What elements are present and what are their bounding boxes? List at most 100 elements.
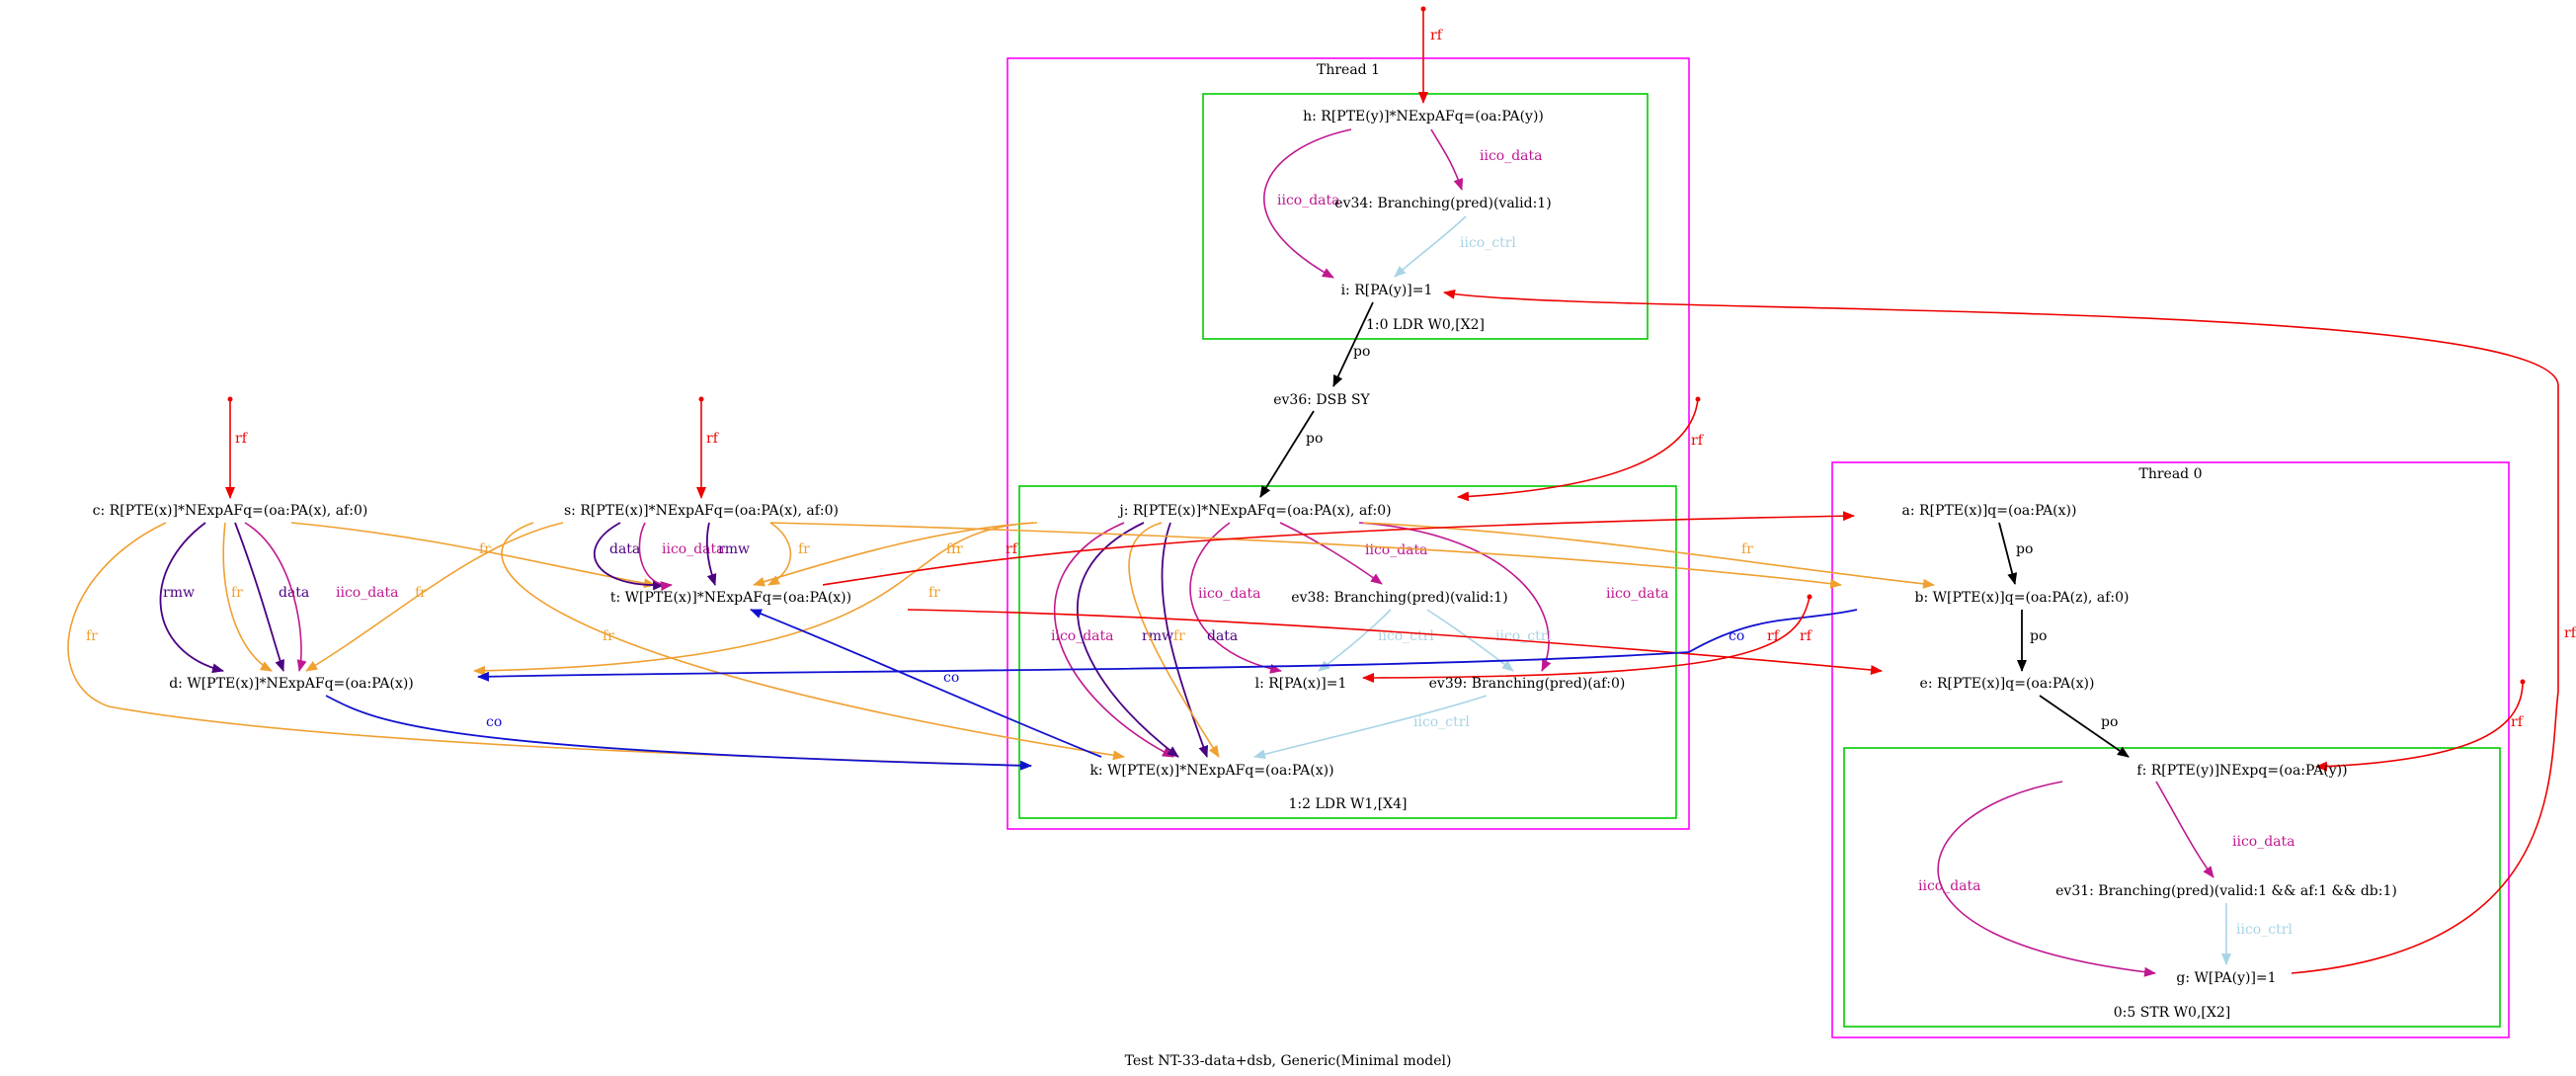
- event-node-ev36: ev36: DSB SY: [1273, 392, 1370, 408]
- event-node-k: k: W[PTE(x)]*NExpAFq=(oa:PA(x)): [1089, 763, 1333, 779]
- edge-iico-data-f-to-ev31: iico_data: [2155, 781, 2295, 878]
- edge-po-e-to-f: po: [2039, 695, 2130, 758]
- edge-rmw-c-to-d: rmw: [159, 522, 224, 674]
- event-node-s: s: R[PTE(x)]*NExpAFq=(oa:PA(x), af:0): [564, 503, 839, 519]
- edge-iico-ctrl-ev34-to-i: iico_ctrl: [1394, 215, 1516, 278]
- edge-label-rf: rf: [1430, 28, 1444, 43]
- edge-label-rf: rf: [2511, 714, 2525, 730]
- edge-co-b-to-d: co: [477, 609, 1858, 682]
- edge-label-po: po: [2030, 628, 2047, 644]
- edge-label-po: po: [2101, 714, 2118, 730]
- edge-label-rmw: rmw: [718, 541, 750, 557]
- event-node-t: t: W[PTE(x)]*NExpAFq=(oa:PA(x)): [610, 590, 851, 606]
- edge-iico-ctrl-ev38-to-l: iico_ctrl: [1318, 609, 1434, 672]
- edge-co-k-to-t: co: [750, 609, 1102, 758]
- edge-fr-j-to-d: fr: [473, 522, 1034, 676]
- event-node-l: l: R[PA(x)]=1: [1255, 676, 1347, 692]
- edge-label-rf: rf: [235, 431, 249, 447]
- thread-cluster-t1: Thread 1: [1006, 57, 1690, 830]
- edge-data-c-to-d: data: [234, 522, 309, 672]
- event-node-d: d: W[PTE(x)]*NExpAFq=(oa:PA(x)): [169, 676, 414, 692]
- edge-label-co: co: [943, 670, 959, 686]
- event-node-ev31: ev31: Branching(pred)(valid:1 && af:1 &&…: [2055, 883, 2397, 899]
- edge-label-iico-data: iico_data: [1198, 586, 1261, 602]
- event-node-ev38: ev38: Branching(pred)(valid:1): [1291, 590, 1507, 606]
- initial-write-dot: [1420, 6, 1426, 12]
- edge-po-b-to-e: po: [2017, 610, 2047, 672]
- event-node-c: c: R[PTE(x)]*NExpAFq=(oa:PA(x), af:0): [93, 503, 368, 519]
- edge-label-fr: fr: [951, 541, 963, 557]
- edge-label-iico-data: iico_data: [2232, 834, 2295, 850]
- nodes-layer: h: R[PTE(y)]*NExpAFq=(oa:PA(y))ev34: Bra…: [93, 109, 2397, 986]
- edge-label-data: data: [1207, 628, 1238, 644]
- edge-label-iico-data: iico_data: [336, 585, 399, 601]
- edge-label-po: po: [2016, 541, 2033, 557]
- edge-label-rf: rf: [706, 431, 720, 447]
- edge-iico-ctrl-ev31-to-g: iico_ctrl: [2221, 903, 2293, 965]
- edge-label-fr: fr: [603, 628, 614, 644]
- event-node-ev34: ev34: Branching(pred)(valid:1): [1334, 196, 1551, 211]
- instruction-label-i1: 1:0 LDR W0,[X2]: [1366, 317, 1485, 333]
- event-node-g: g: W[PA(y)]=1: [2176, 970, 2276, 986]
- edge-rf-t-to-a: rf: [822, 511, 1855, 586]
- edge-label-fr: fr: [415, 585, 427, 601]
- edge-label-iico-ctrl: iico_ctrl: [2236, 922, 2293, 938]
- edge-fr-j-to-b: fr: [1362, 522, 1935, 589]
- edge-label-iico-data: iico_data: [1480, 148, 1543, 164]
- edge-label-fr: fr: [928, 585, 940, 601]
- thread-label-t0: Thread 0: [2139, 466, 2203, 482]
- edge-label-co: co: [1729, 628, 1744, 644]
- edge-label-po: po: [1306, 431, 1323, 447]
- edge-iico-ctrl-ev39-to-k: iico_ctrl: [1253, 695, 1488, 760]
- edge-iico-data-j-to-l: iico_data: [1189, 522, 1282, 674]
- edge-label-iico-ctrl: iico_ctrl: [1460, 235, 1516, 251]
- edge-po-i-to-ev36: po: [1332, 301, 1374, 387]
- edge-label-iico-ctrl: iico_ctrl: [1413, 714, 1470, 730]
- edge-co-d-to-k: co: [325, 695, 1032, 771]
- event-node-f: f: R[PTE(y)]NExpq=(oa:PA(y)): [2136, 763, 2347, 779]
- edge-rf-init-to-l: rf: [1362, 594, 1813, 683]
- instruction-label-i3: 0:5 STR W0,[X2]: [2114, 1005, 2230, 1021]
- edge-label-fr: fr: [231, 585, 243, 601]
- edge-iico-data-h-to-ev34: iico_data: [1430, 128, 1543, 191]
- edge-iico-data-f-to-g: iico_data: [1918, 781, 2156, 977]
- edge-iico-data-s-to-t: iico_data: [638, 522, 725, 592]
- edge-data-j-to-k: data: [1161, 522, 1238, 758]
- edge-fr-s-to-k: fr: [501, 522, 1125, 761]
- edge-fr-s-to-b: fr: [769, 522, 1842, 589]
- edge-label-fr: fr: [1173, 628, 1185, 644]
- edge-iico-data-c-to-d: iico_data: [244, 522, 399, 672]
- graph-caption: Test NT-33-data+dsb, Generic(Minimal mod…: [1125, 1053, 1452, 1069]
- edge-po-a-to-b: po: [1998, 522, 2033, 585]
- thread-cluster-t0: Thread 0: [1831, 461, 2510, 1038]
- edge-data-s-to-t: data: [593, 522, 665, 591]
- event-node-a: a: R[PTE(x)]q=(oa:PA(x)): [1902, 503, 2077, 519]
- edge-rf-init-to-f: rf: [2315, 679, 2526, 772]
- edge-label-iico-data: iico_data: [1606, 586, 1669, 602]
- event-node-b: b: W[PTE(x)]q=(oa:PA(z), af:0): [1915, 590, 2130, 606]
- edge-label-rmw: rmw: [1142, 628, 1173, 644]
- edge-label-iico-data: iico_data: [1277, 193, 1340, 208]
- edge-label-data: data: [609, 541, 640, 557]
- edge-label-fr: fr: [798, 541, 810, 557]
- edge-fr-s-to-t: fr: [767, 522, 810, 586]
- edge-label-rf: rf: [2564, 625, 2576, 641]
- edge-iico-data-h-to-i: iico_data: [1263, 128, 1352, 279]
- event-node-j: j: R[PTE(x)]*NExpAFq=(oa:PA(x), af:0): [1117, 503, 1391, 519]
- edge-label-iico-data: iico_data: [662, 541, 725, 557]
- thread-label-t1: Thread 1: [1317, 62, 1380, 78]
- edge-iico-data-j-to-ev39: iico_data: [1358, 522, 1669, 672]
- edge-fr-c-to-k: fr: [67, 522, 1032, 771]
- edge-label-fr: fr: [1741, 541, 1753, 557]
- edge-label-rmw: rmw: [163, 585, 195, 601]
- initial-write-dot: [227, 396, 233, 402]
- edge-fr-c-to-d: fr: [222, 522, 273, 672]
- instruction-box-i3: 0:5 STR W0,[X2]: [1843, 747, 2501, 1028]
- event-node-ev39: ev39: Branching(pred)(af:0): [1429, 676, 1626, 692]
- edge-label-iico-data: iico_data: [1365, 542, 1428, 558]
- edge-label-rf: rf: [1800, 628, 1813, 644]
- edge-rmw-j-to-k: rmw: [1077, 522, 1179, 758]
- edge-rmw-s-to-t: rmw: [705, 522, 750, 586]
